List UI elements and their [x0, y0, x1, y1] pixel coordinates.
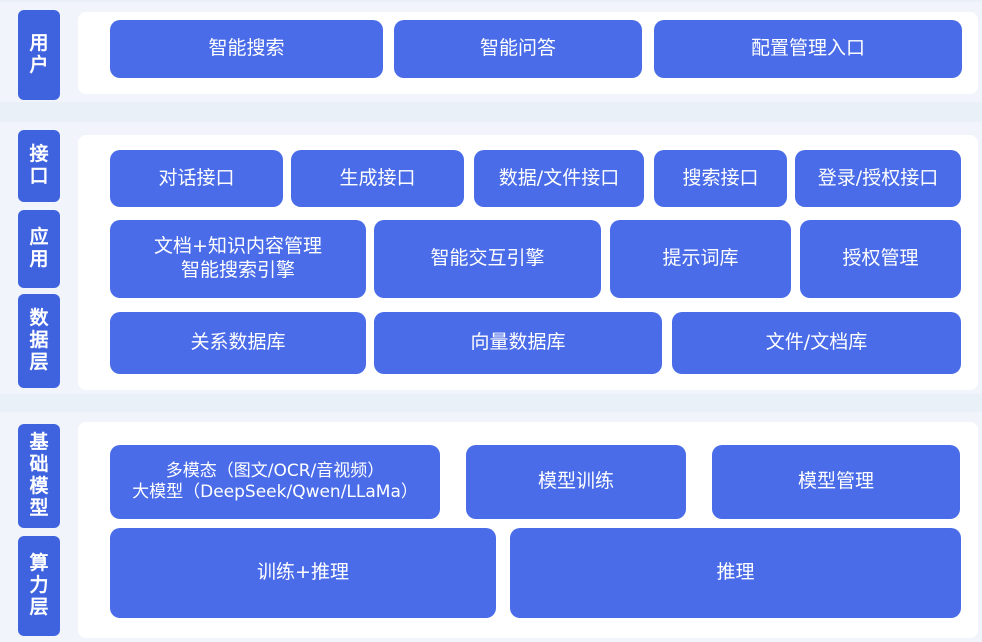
layer-label-data: 数据层	[18, 294, 60, 388]
layer-label-application: 应用	[18, 210, 60, 288]
search-api-box: 搜索接口	[654, 150, 787, 207]
file-document-library-box: 文件/文档库	[672, 312, 961, 374]
model-management-box: 模型管理	[712, 445, 960, 519]
model-training-box: 模型训练	[466, 445, 686, 519]
generation-api-box: 生成接口	[291, 150, 464, 207]
layer-label-model: 基础模型	[18, 424, 60, 528]
smart-search-box: 智能搜索	[110, 20, 383, 78]
layer-label-interface: 接口	[18, 130, 60, 202]
interaction-engine-box: 智能交互引擎	[374, 220, 601, 298]
relational-database-box: 关系数据库	[110, 312, 366, 374]
multimodal-llm-box: 多模态（图文/OCR/音视频） 大模型（DeepSeek/Qwen/LLaMa）	[110, 445, 440, 519]
data-file-api-box: 数据/文件接口	[474, 150, 644, 207]
training-inference-box: 训练+推理	[110, 528, 496, 618]
inference-box: 推理	[510, 528, 961, 618]
layer-label-compute: 算力层	[18, 536, 60, 636]
config-management-entry-box: 配置管理入口	[654, 20, 962, 78]
prompt-library-box: 提示词库	[610, 220, 791, 298]
smart-qa-box: 智能问答	[394, 20, 642, 78]
dialog-api-box: 对话接口	[110, 150, 283, 207]
login-auth-api-box: 登录/授权接口	[795, 150, 961, 207]
vector-database-box: 向量数据库	[374, 312, 662, 374]
authorization-management-box: 授权管理	[800, 220, 961, 298]
doc-knowledge-search-engine-box: 文档+知识内容管理 智能搜索引擎	[110, 220, 366, 298]
layer-label-user: 用户	[18, 10, 60, 100]
